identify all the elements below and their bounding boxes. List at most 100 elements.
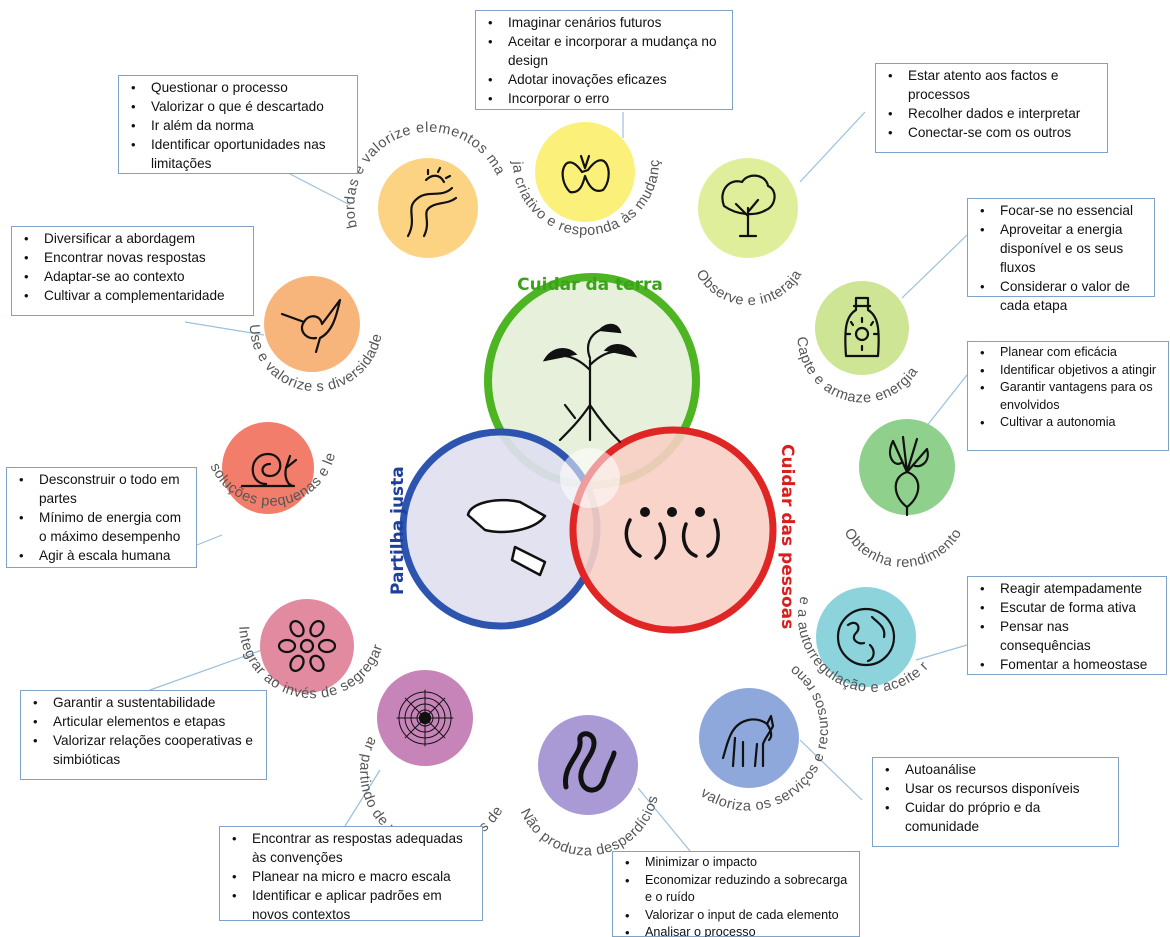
people-circle (569, 426, 777, 634)
principle-list: Estar atento aos factos e processosRecol… (882, 66, 1101, 142)
principle-item: Valorizar o que é descartado (125, 97, 351, 116)
principle-item: Valorizar relações cooperativas e simbió… (27, 731, 260, 769)
butterfly-icon (561, 154, 610, 194)
connector-line (915, 644, 968, 661)
principle-item: Cuidar do próprio e da comunidade (879, 798, 1112, 836)
worm-icon (563, 731, 617, 793)
principle-box: Imaginar cenários futurosAceitar e incor… (475, 10, 733, 110)
principle-label: Observe e interaja (692, 267, 805, 309)
principle-list: Garantir a sustentabilidadeArticular ele… (27, 693, 260, 769)
connector-line (184, 321, 265, 336)
principle-item: Economizar reduzindo a sobrecarga e o ru… (619, 872, 853, 907)
principle-item: Identificar oportunidades nas limitações (125, 135, 351, 173)
globe-icon (836, 607, 896, 667)
principle-item: Encontrar as respostas adequadas às conv… (226, 829, 476, 867)
principle-circle (699, 688, 799, 788)
principle-item: Planear com eficácia (974, 344, 1162, 362)
principle-item: Aproveitar a energia disponível e os seu… (974, 220, 1148, 277)
venn-diagram (399, 273, 777, 634)
earth-label: Cuidar da terra (517, 275, 663, 295)
tree-roots-icon (542, 323, 638, 444)
connector-line (921, 374, 968, 433)
principle-list: Reagir atempadamenteEscutar de forma ati… (974, 579, 1160, 674)
principle-circle (816, 587, 916, 687)
people-figures-icon (624, 507, 720, 560)
connector-line (149, 649, 263, 691)
flower-ring-icon (277, 620, 337, 672)
principle-box: Encontrar as respostas adequadas às conv… (219, 826, 483, 924)
connector-line (901, 234, 968, 299)
snail-icon (240, 452, 298, 488)
principle-list: Desconstruir o todo em partesMínimo de e… (13, 470, 190, 565)
horse-icon (721, 714, 775, 768)
principle-list: Diversificar a abordagemEncontrar novas … (18, 229, 247, 305)
principle-list: AutoanáliseUsar os recursos disponíveisC… (879, 760, 1112, 836)
principle-item: Ir além da norma (125, 116, 351, 135)
principle-item: Garantir vantagens para os envolvidos (974, 379, 1162, 414)
principle-list: Questionar o processoValorizar o que é d… (125, 78, 351, 173)
principle-list: Encontrar as respostas adequadas às conv… (226, 829, 476, 924)
principle-item: Incorporar o erro (482, 89, 726, 108)
principle-item: Pensar nas consequências (974, 617, 1160, 655)
principle-item: Agir à escala humana (13, 546, 190, 565)
principle-item: Diversificar a abordagem (18, 229, 247, 248)
principle-box: Minimizar o impactoEconomizar reduzindo … (612, 851, 860, 937)
principle-box: AutoanáliseUsar os recursos disponíveisC… (872, 757, 1119, 847)
principle-item: Fomentar a homeostase (974, 655, 1160, 674)
principle-item: Minimizar o impacto (619, 854, 853, 872)
connector-line (196, 534, 223, 546)
principle-box: Diversificar a abordagemEncontrar novas … (11, 226, 254, 316)
principle-circle (264, 276, 360, 372)
principle-item: Recolher dados e interpretar (882, 104, 1101, 123)
share-label: Partilha justa (388, 466, 408, 595)
principle-box: Reagir atempadamenteEscutar de forma ati… (967, 576, 1167, 675)
principle-list: Imaginar cenários futurosAceitar e incor… (482, 13, 726, 108)
hummingbird-icon (280, 298, 342, 354)
principle-circle (260, 599, 354, 693)
principle-box: Questionar o processoValorizar o que é d… (118, 75, 358, 174)
principle-item: Usar os recursos disponíveis (879, 779, 1112, 798)
principle-item: Adotar inovações eficazes (482, 70, 726, 89)
principle-item: Mínimo de energia com o máximo desempenh… (13, 508, 190, 546)
principle-item: Aceitar e incorporar a mudança no design (482, 32, 726, 70)
principle-label: Obtenha rendimento (841, 526, 966, 571)
river-icon (406, 166, 458, 238)
spiderweb-icon (396, 689, 454, 747)
principle-circle (538, 715, 638, 815)
principle-item: Identificar objetivos a atingir (974, 362, 1162, 380)
principle-item: Conectar-se com os outros (882, 123, 1101, 142)
connector-line (637, 787, 691, 852)
tree-icon (721, 174, 776, 238)
principle-box: Garantir a sustentabilidadeArticular ele… (20, 690, 267, 780)
overlap-center (560, 448, 620, 508)
principle-item: Reagir atempadamente (974, 579, 1160, 598)
principle-item: Articular elementos e etapas (27, 712, 260, 731)
connector-line (799, 111, 866, 183)
principle-item: Focar-se no essencial (974, 201, 1148, 220)
principle-box: Desconstruir o todo em partesMínimo de e… (6, 467, 197, 568)
principle-item: Adaptar-se ao contexto (18, 267, 247, 286)
principle-list: Focar-se no essencialAproveitar a energi… (974, 201, 1148, 315)
principle-list: Planear com eficáciaIdentificar objetivo… (974, 344, 1162, 432)
bottle-sun-icon (844, 296, 880, 358)
principle-box: Focar-se no essencialAproveitar a energi… (967, 198, 1155, 313)
principle-circle (222, 422, 314, 514)
principle-item: Imaginar cenários futuros (482, 13, 726, 32)
principle-item: Encontrar novas respostas (18, 248, 247, 267)
principle-item: Cultivar a complementaridade (18, 286, 247, 305)
beet-icon (888, 435, 929, 517)
bread-slices-icon (466, 498, 547, 577)
principle-box: Planear com eficáciaIdentificar objetivo… (967, 341, 1169, 451)
connector-line (344, 769, 381, 827)
connector-line (799, 739, 863, 801)
principle-item: Desconstruir o todo em partes (13, 470, 190, 508)
people-label: Cuidar das pessoas (777, 444, 797, 629)
principle-item: Planear na micro e macro escala (226, 867, 476, 886)
connector-line (289, 173, 351, 206)
principle-item: Estar atento aos factos e processos (882, 66, 1101, 104)
principle-item: Analisar o processo (619, 924, 853, 937)
principle-item: Garantir a sustentabilidade (27, 693, 260, 712)
principle-item: Considerar o valor de cada etapa (974, 277, 1148, 315)
principle-box: Estar atento aos factos e processosRecol… (875, 63, 1108, 153)
